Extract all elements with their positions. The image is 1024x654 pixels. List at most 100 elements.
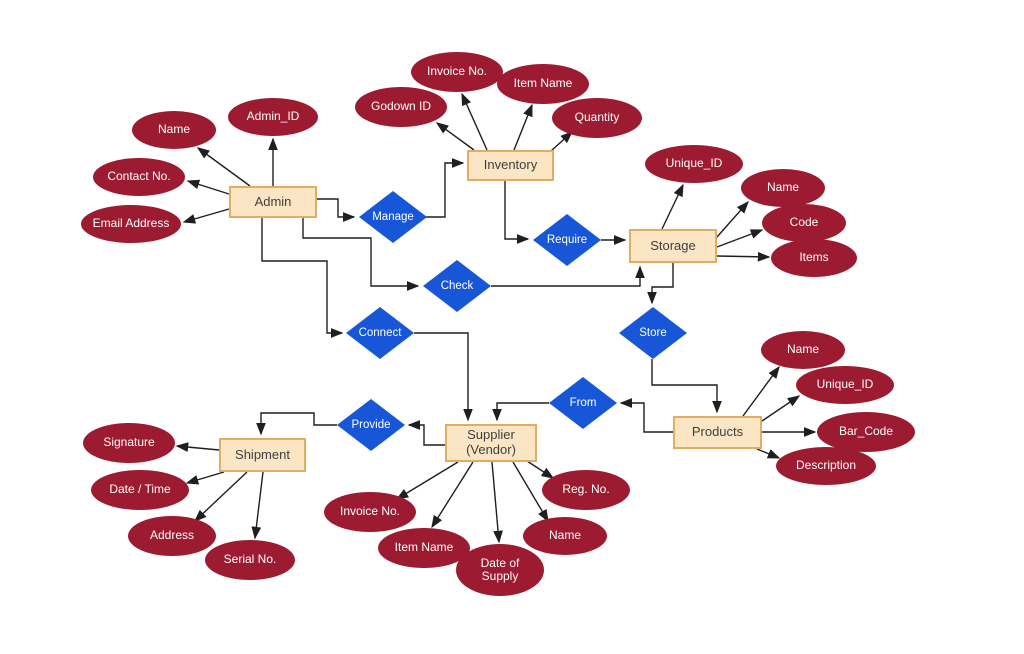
entity-inventory: Inventory (467, 150, 554, 181)
edge-supplier-invoice-no (395, 461, 459, 500)
attribute-inventory-item-name: Item Name (497, 64, 589, 104)
attribute-admin-name: Name (132, 111, 216, 149)
relationship-from-label: From (569, 397, 597, 409)
attribute-admin-admin-id-label: Admin_ID (246, 109, 300, 124)
attribute-shipment-address: Address (128, 516, 216, 556)
edge-shipment-date-time (185, 471, 225, 485)
edge-connect-supplier (414, 332, 473, 422)
attribute-admin-contact-no-label: Contact No. (107, 169, 171, 184)
edge-supplier-provide (407, 420, 445, 446)
attribute-products-bar-code: Bar_Code (817, 412, 915, 452)
attribute-inventory-invoice-no-label: Invoice No. (426, 64, 488, 79)
attribute-supplier-date-of-supply: Date of Supply (456, 544, 544, 596)
entity-storage: Storage (629, 229, 717, 263)
edge-store-products (651, 359, 722, 414)
edge-inventory-require (504, 181, 530, 244)
attribute-inventory-quantity: Quantity (552, 98, 642, 138)
attribute-storage-unique-id-label: Unique_ID (665, 156, 723, 171)
edge-from-supplier (492, 402, 549, 422)
entity-shipment: Shipment (219, 438, 306, 472)
edge-check-storage (491, 265, 645, 287)
attribute-shipment-serial-no: Serial No. (205, 540, 295, 580)
edge-supplier-item-name (431, 461, 474, 529)
attribute-supplier-reg-no-label: Reg. No. (562, 482, 610, 497)
attribute-shipment-date-time: Date / Time (91, 470, 189, 510)
attribute-supplier-name: Name (523, 517, 607, 555)
entity-supplier-sublabel: (Vendor) (466, 442, 516, 457)
edge-shipment-signature (175, 442, 220, 452)
edge-supplier-name (512, 461, 549, 523)
edge-admin-check (302, 218, 420, 291)
relationship-provide-label: Provide (351, 419, 391, 431)
attribute-supplier-name-label: Name (548, 528, 581, 543)
edge-manage-inventory (425, 158, 465, 218)
attribute-products-description: Description (776, 447, 876, 485)
entity-storage-label: Storage (650, 237, 696, 253)
attribute-products-name: Name (761, 331, 845, 369)
attribute-supplier-reg-no: Reg. No. (542, 470, 630, 510)
attribute-supplier-item-name-label: Item Name (394, 540, 454, 555)
attribute-storage-code-label: Code (789, 215, 819, 230)
attribute-inventory-quantity-label: Quantity (574, 110, 620, 125)
edge-admin-connect (261, 218, 344, 338)
attribute-admin-contact-no: Contact No. (93, 158, 185, 196)
edge-storage-store (647, 263, 674, 305)
attribute-supplier-invoice-no: Invoice No. (324, 492, 416, 532)
edge-inventory-quantity (550, 131, 574, 152)
entity-supplier-label: Supplier (467, 427, 515, 443)
edge-storage-items (716, 251, 771, 262)
edge-products-from (619, 398, 673, 433)
attribute-shipment-address-label: Address (149, 528, 195, 543)
edge-provide-shipment (256, 412, 337, 436)
attribute-shipment-serial-no-label: Serial No. (223, 552, 277, 567)
edge-admin-email-address (182, 208, 230, 224)
attribute-inventory-godown-id: Godown ID (355, 87, 447, 127)
attribute-supplier-item-name: Item Name (378, 528, 470, 568)
edge-storage-code (716, 229, 764, 248)
edge-products-name (742, 365, 780, 417)
attribute-inventory-invoice-no: Invoice No. (411, 52, 503, 92)
attribute-shipment-signature-label: Signature (103, 435, 155, 450)
edge-admin-name (196, 147, 251, 187)
edge-inventory-item-name (513, 103, 533, 151)
attribute-storage-code: Code (762, 204, 846, 242)
attribute-storage-name-label: Name (766, 180, 799, 195)
attribute-inventory-item-name-label: Item Name (513, 76, 573, 91)
attribute-products-unique-id: Unique_ID (796, 366, 894, 404)
attribute-products-bar-code-label: Bar_Code (838, 424, 894, 439)
edge-inventory-godown-id (435, 122, 475, 151)
entity-shipment-label: Shipment (235, 446, 290, 462)
edge-supplier-reg-no (526, 460, 555, 479)
edge-admin-manage (316, 198, 356, 222)
attribute-admin-email-address: Email Address (81, 205, 181, 243)
entity-products-label: Products (691, 424, 744, 440)
attribute-inventory-godown-id-label: Godown ID (370, 99, 432, 114)
attribute-products-description-label: Description (795, 458, 857, 473)
attribute-storage-items: Items (771, 239, 857, 277)
attribute-products-unique-id-label: Unique_ID (816, 377, 874, 392)
attribute-shipment-date-time-label: Date / Time (109, 482, 171, 497)
attribute-shipment-signature: Signature (83, 423, 175, 463)
relationship-store-label: Store (639, 327, 667, 339)
edge-products-description (756, 448, 781, 459)
edge-admin-contact-no (186, 179, 230, 195)
attribute-admin-name-label: Name (157, 122, 190, 137)
edge-products-unique-id (761, 395, 801, 422)
attribute-supplier-date-of-supply-label: Date of Supply (480, 555, 520, 583)
edge-shipment-address (193, 471, 248, 522)
attribute-supplier-invoice-no-label: Invoice No. (339, 504, 401, 519)
entity-admin: Admin (229, 186, 317, 218)
edge-inventory-invoice-no (461, 92, 488, 151)
entity-supplier: Supplier (Vendor) (445, 424, 537, 462)
attribute-storage-unique-id: Unique_ID (645, 145, 743, 183)
attribute-products-name-label: Name (786, 342, 819, 357)
entity-products: Products (673, 416, 762, 449)
entity-inventory-label: Inventory (483, 157, 538, 173)
edge-storage-unique-id (661, 183, 684, 230)
attribute-storage-name: Name (741, 169, 825, 207)
relationship-connect-label: Connect (358, 327, 402, 339)
relationship-check-label: Check (440, 280, 474, 292)
edge-shipment-serial-no (251, 471, 264, 540)
